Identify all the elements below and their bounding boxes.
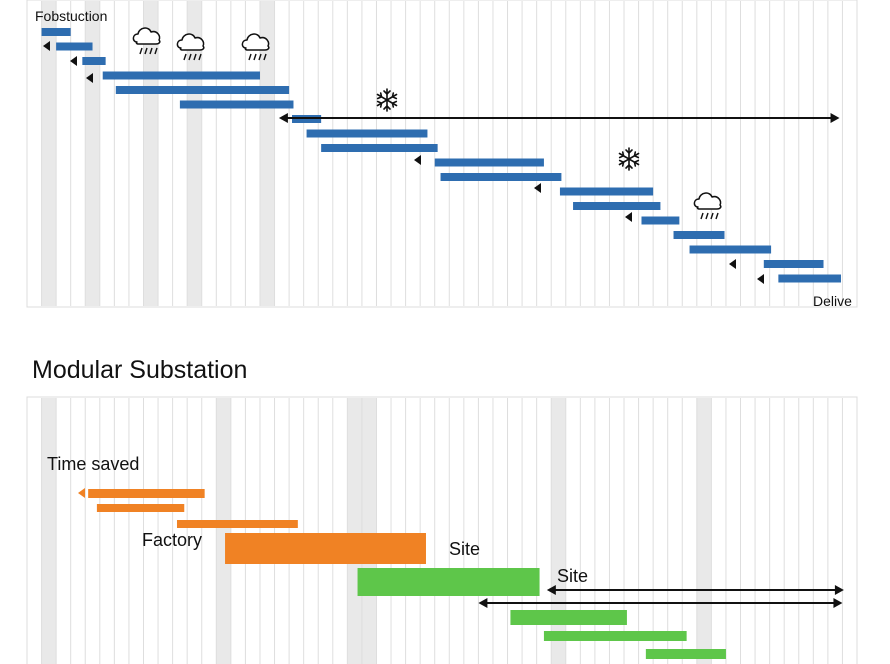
panel-bottom-gantt: Time saved Factory Site Site <box>26 396 858 664</box>
task-bar <box>763 260 824 268</box>
task-bar <box>176 520 298 528</box>
task-bar <box>645 649 726 659</box>
grid-column-shade <box>41 398 57 664</box>
dependency-marker <box>78 488 85 498</box>
dependency-marker <box>70 56 77 66</box>
panel-top-background <box>26 0 858 308</box>
grid-column-shade <box>41 1 57 306</box>
span-arrow-left-head <box>478 598 488 608</box>
task-bar <box>559 187 654 196</box>
span-arrow-right-head <box>833 598 843 608</box>
panel-bottom-grid <box>41 398 843 664</box>
task-bar <box>510 610 627 625</box>
task-bar <box>96 504 185 512</box>
task-bar <box>641 216 680 225</box>
task-bar <box>543 631 687 641</box>
span-arrow-left-head <box>278 113 288 123</box>
task-bar <box>673 231 725 239</box>
task-bar <box>357 568 540 596</box>
task-bar <box>102 71 260 80</box>
factory-label: Factory <box>142 530 202 550</box>
dependency-marker <box>43 41 50 51</box>
panel-top-arrows <box>43 41 840 284</box>
site-label: Site <box>557 566 588 586</box>
task-bar <box>306 129 428 138</box>
panel-top-bars <box>41 28 841 283</box>
site-label: Site <box>449 539 480 559</box>
chart-title: Modular Substation <box>32 356 247 384</box>
task-bar <box>56 42 93 51</box>
task-bar <box>179 100 294 109</box>
grid-column-shade <box>259 1 275 306</box>
panel-top-grid <box>41 1 843 306</box>
span-arrow-left-head <box>546 585 556 595</box>
dependency-marker <box>414 155 421 165</box>
time-saved-label: Time saved <box>47 454 139 474</box>
dependency-marker <box>757 274 764 284</box>
task-bar <box>440 173 562 181</box>
bottom-right-label: Delive <box>813 293 852 309</box>
task-bar <box>321 144 438 152</box>
dependency-marker <box>625 212 632 222</box>
panel-bottom-background <box>26 396 858 664</box>
panel-top-gantt: Fobstuction Delive <box>26 0 858 309</box>
task-bar <box>225 533 426 564</box>
span-arrow-right-head <box>830 113 840 123</box>
panel-bottom-arrows <box>78 488 844 608</box>
task-bar <box>689 245 772 254</box>
dependency-marker <box>86 73 93 83</box>
task-bar <box>434 158 544 167</box>
task-bar <box>115 86 290 94</box>
grid-column-shade <box>216 398 231 664</box>
task-bar <box>82 57 106 65</box>
grid-column-shade <box>347 398 362 664</box>
panel-bottom-bars <box>88 489 726 659</box>
task-bar <box>778 274 841 283</box>
dependency-marker <box>534 183 541 193</box>
dependency-marker <box>729 259 736 269</box>
span-arrow-right-head <box>834 585 844 595</box>
grid-column-shade <box>551 398 566 664</box>
task-bar <box>88 489 205 498</box>
grid-column-shade <box>143 1 159 306</box>
task-bar <box>573 202 661 210</box>
grid-column-shade <box>696 398 712 664</box>
top-left-label: Fobstuction <box>35 8 107 24</box>
task-bar <box>41 28 71 36</box>
grid-column-shade <box>361 398 377 664</box>
